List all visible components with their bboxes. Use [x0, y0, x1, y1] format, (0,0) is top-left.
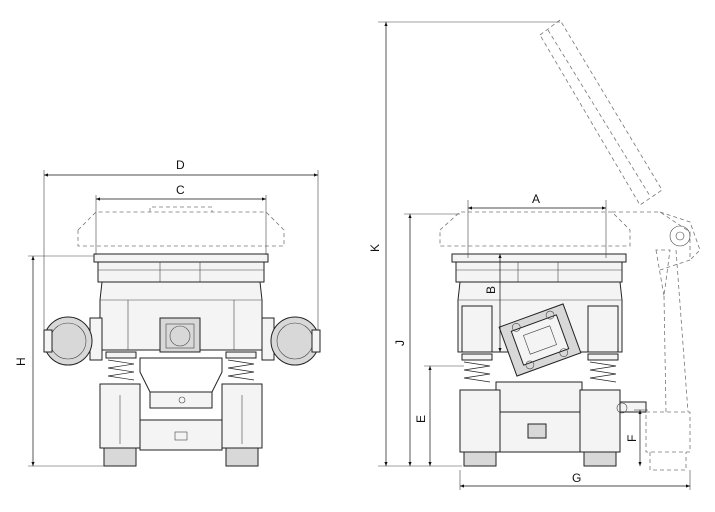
front-dimensions: D C H [14, 158, 319, 467]
front-springs [105, 351, 257, 381]
side-lid-phantom [439, 211, 631, 247]
dim-B-label: B [484, 286, 498, 294]
side-legs [459, 389, 621, 467]
dim-G-label: G [572, 471, 581, 485]
dim-H-label: H [14, 357, 28, 366]
front-legs [99, 383, 263, 467]
dim-C-label: C [176, 183, 185, 197]
dim-E-label: E [414, 415, 428, 423]
side-lid-raised-phantom [539, 19, 701, 413]
dim-J-label: J [393, 340, 407, 346]
side-chute [616, 401, 691, 471]
side-dimensions: K J E A B F G [368, 21, 691, 490]
dim-K-label: K [368, 244, 382, 252]
front-view [43, 206, 321, 467]
side-drive-motor [498, 303, 582, 377]
front-left-motor [43, 316, 103, 366]
front-top-ring [93, 253, 269, 263]
front-inspection-hatch [159, 317, 201, 353]
dim-D-label: D [176, 158, 185, 172]
front-lid-phantom [77, 206, 285, 247]
side-view [439, 19, 701, 471]
dim-A-label: A [532, 192, 540, 206]
front-right-motor [261, 316, 321, 366]
side-springs [461, 353, 619, 383]
dim-F-label: F [625, 435, 639, 442]
